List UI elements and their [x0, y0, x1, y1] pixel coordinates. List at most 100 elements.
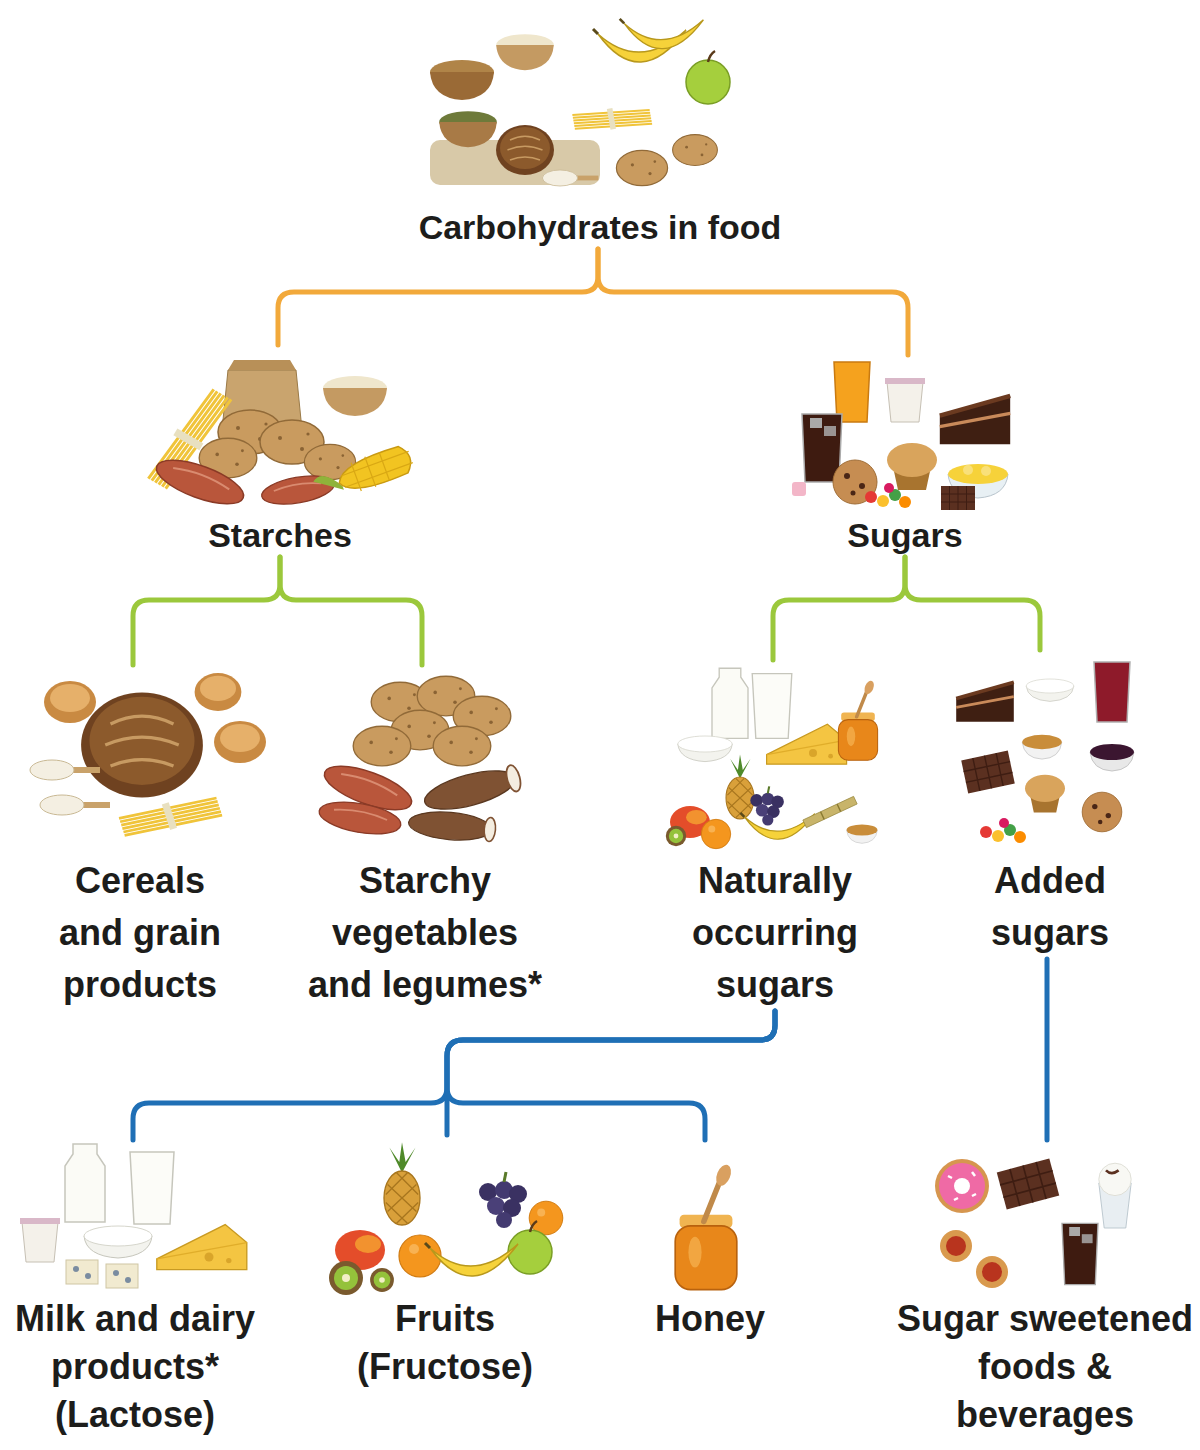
added-sugars-illustration — [956, 662, 1134, 843]
sweetened-foods-illustration — [935, 1158, 1131, 1288]
milk-bottle-icon — [65, 1144, 105, 1222]
chocolate-icon — [961, 751, 1015, 794]
node-label: Starchy vegetables and legumes* — [300, 855, 550, 1011]
food-group-node: Starches — [140, 345, 420, 557]
food-group-node: Cereals and grain products — [5, 665, 275, 1011]
orange-icon — [701, 819, 730, 848]
rice-bowl-icon — [496, 34, 554, 70]
banana-icon — [740, 813, 814, 839]
honey-illustration — [675, 1163, 737, 1290]
berry-juice-icon — [1094, 662, 1130, 722]
starchy-vegetables-illustration — [317, 676, 524, 843]
potato-icon — [673, 135, 718, 166]
cake-icon — [956, 682, 1014, 722]
kiwi-icon — [370, 1268, 394, 1292]
tree-connector — [278, 249, 598, 345]
fruits-illustration — [329, 1142, 563, 1295]
muffin-icon — [887, 443, 937, 490]
potato-icon — [433, 726, 491, 766]
node-label: Added sugars — [945, 855, 1155, 959]
kiwi-icon — [329, 1261, 363, 1295]
cottage-cheese-icon — [678, 736, 732, 762]
yogurt-cup-icon — [20, 1218, 60, 1262]
node-label: Carbohydrates in food — [380, 205, 820, 249]
food-group-node: Starchy vegetables and legumes* — [295, 665, 555, 1011]
starches-illustration — [148, 360, 416, 513]
rice-bowl-icon — [323, 376, 387, 416]
juice-glass-icon — [834, 362, 870, 422]
jam-bowl-icon — [1090, 744, 1134, 771]
sweet-potato-icon — [317, 797, 404, 840]
banana-icon — [425, 1243, 518, 1276]
tart-icon — [940, 1230, 972, 1262]
muffin-icon — [1025, 775, 1065, 813]
node-label: Fruits — [325, 1295, 565, 1343]
flour-scoop-icon — [40, 795, 110, 815]
pineapple-icon — [384, 1142, 420, 1225]
natural-sugars-illustration — [666, 668, 878, 849]
node-label: Cereals and grain products — [45, 855, 235, 1011]
tart-icon — [976, 1256, 1008, 1288]
honey-jar-icon — [675, 1163, 737, 1290]
chocolate-icon — [941, 486, 975, 510]
node-sublabel: (Fructose) — [325, 1343, 565, 1391]
sugar-bowl-icon — [1022, 735, 1062, 759]
cereals-illustration — [30, 673, 266, 846]
donut-icon — [935, 1159, 989, 1213]
cake-icon — [940, 396, 1010, 444]
node-label: Honey — [630, 1295, 790, 1343]
root-illustration — [430, 19, 730, 186]
tree-connector — [1045, 959, 1050, 1140]
tree-connector — [133, 557, 280, 665]
chocolate-icon — [997, 1158, 1059, 1209]
dairy-illustration — [20, 1144, 247, 1288]
sweet-potato-icon — [151, 451, 248, 513]
yogurt-bowl-icon — [1026, 679, 1074, 701]
honey-jar-icon — [838, 679, 877, 760]
orange-icon — [399, 1235, 441, 1277]
blue-cheese-icon — [106, 1264, 138, 1288]
sugar-cane-icon — [803, 796, 857, 827]
gummies-icon — [865, 483, 911, 508]
sugars-illustration — [792, 362, 1010, 510]
bread-roll-icon — [214, 721, 266, 763]
cassava-icon — [407, 809, 496, 844]
food-group-node: Fruits(Fructose) — [325, 1135, 565, 1391]
grain-bowl-icon — [430, 60, 494, 100]
milk-glass-icon — [130, 1152, 174, 1224]
apple-icon — [686, 51, 730, 104]
food-group-node: Sugars — [765, 355, 1045, 557]
bread-roll-icon — [44, 681, 96, 723]
food-group-node: Naturally occurring sugars — [640, 660, 910, 1011]
tree-connector — [447, 1011, 775, 1135]
node-label: Naturally occurring sugars — [655, 855, 895, 1011]
bread-loaf-icon — [496, 125, 554, 175]
tree-connector — [280, 557, 422, 665]
kiwi-icon — [666, 826, 686, 846]
node-label: Milk and dairy products* — [8, 1295, 263, 1391]
node-label: Sugar sweetened foods & beverages — [895, 1295, 1195, 1439]
node-label: Starches — [140, 513, 420, 557]
tree-connector — [447, 1011, 775, 1140]
potato-icon — [616, 150, 667, 185]
cottage-cheese-icon — [84, 1226, 152, 1258]
food-group-node: Added sugars — [935, 650, 1165, 959]
cheese-icon — [767, 724, 847, 764]
flour-scoop-icon — [30, 760, 100, 780]
cola-glass-icon — [1062, 1223, 1098, 1284]
ice-cream-icon — [1099, 1163, 1131, 1228]
seed-bowl-icon — [439, 111, 497, 147]
food-group-node: Milk and dairy products*(Lactose) — [5, 1140, 265, 1439]
marshmallow — [792, 482, 806, 496]
cassava-icon — [421, 762, 524, 817]
bread-loaf-icon — [81, 693, 203, 798]
flour-scoop-icon — [542, 170, 598, 186]
tree-connector — [773, 557, 905, 660]
tree-connector — [133, 1011, 775, 1140]
pineapple-icon — [726, 755, 754, 819]
node-sublabel: (Lactose) — [8, 1391, 263, 1439]
food-group-node: Sugar sweetened foods & beverages — [895, 1140, 1195, 1439]
tree-connector — [598, 249, 908, 355]
